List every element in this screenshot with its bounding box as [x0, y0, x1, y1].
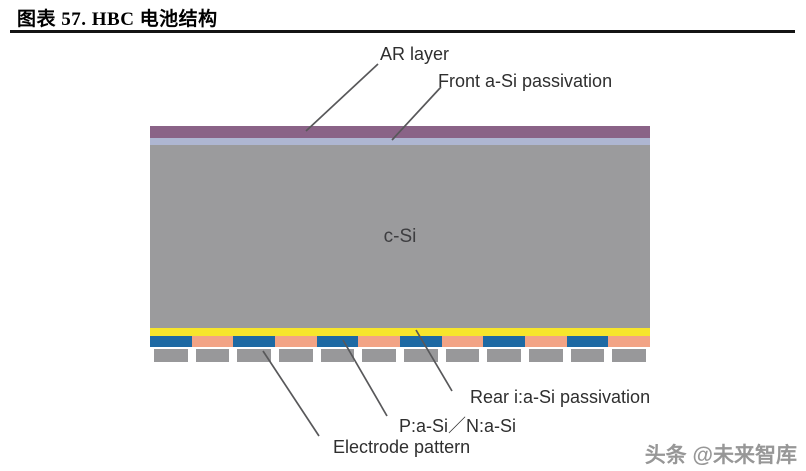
pn-segment-salmon	[191, 336, 234, 347]
electrode-segment	[320, 349, 355, 362]
pn-segment-salmon	[441, 336, 484, 347]
front-passivation-layer	[150, 138, 650, 145]
title-underline	[10, 30, 795, 33]
ar-layer-leader-line	[305, 63, 379, 132]
pn-segment-salmon	[275, 336, 317, 347]
electrode-segment	[612, 349, 647, 362]
figure-title: 图表 57. HBC 电池结构	[17, 9, 218, 30]
c-si-layer: c-Si	[150, 145, 650, 328]
watermark-text: 头条 @未来智库	[644, 444, 797, 467]
pn-segment-blue	[483, 336, 526, 347]
electrode-segment	[529, 349, 563, 362]
electrode-segment	[570, 349, 605, 362]
pn-segment-blue	[233, 336, 276, 347]
rear-passivation-layer	[150, 328, 650, 336]
rear-passivation-label: Rear i:a-Si passivation	[470, 387, 651, 407]
pn-label: P:a-Si／N:a-Si	[399, 416, 517, 436]
pn-segment-row	[150, 336, 651, 347]
front-passivation-label: Front a-Si passivation	[438, 71, 613, 91]
electrode-segment	[154, 349, 188, 362]
pn-segment-blue	[150, 336, 192, 347]
pn-segment-blue	[316, 336, 359, 347]
electrode-segment	[195, 349, 230, 362]
ar-layer	[150, 126, 650, 138]
ar-layer-label: AR layer	[380, 44, 450, 64]
electrode-segment	[279, 349, 313, 362]
electrode-leader-line	[262, 350, 320, 437]
electrode-pattern-label: Electrode pattern	[333, 437, 471, 457]
pn-segment-blue	[400, 336, 442, 347]
pn-segment-blue	[566, 336, 609, 347]
electrode-segment	[487, 349, 522, 362]
pn-segment-salmon	[358, 336, 401, 347]
electrode-segment	[362, 349, 397, 362]
electrode-segment	[445, 349, 480, 362]
c-si-label: c-Si	[383, 225, 417, 247]
electrode-segment	[237, 349, 272, 362]
pn-segment-salmon	[525, 336, 567, 347]
electrode-row	[150, 349, 650, 362]
electrode-segment	[404, 349, 438, 362]
pn-segment-salmon	[608, 336, 651, 347]
